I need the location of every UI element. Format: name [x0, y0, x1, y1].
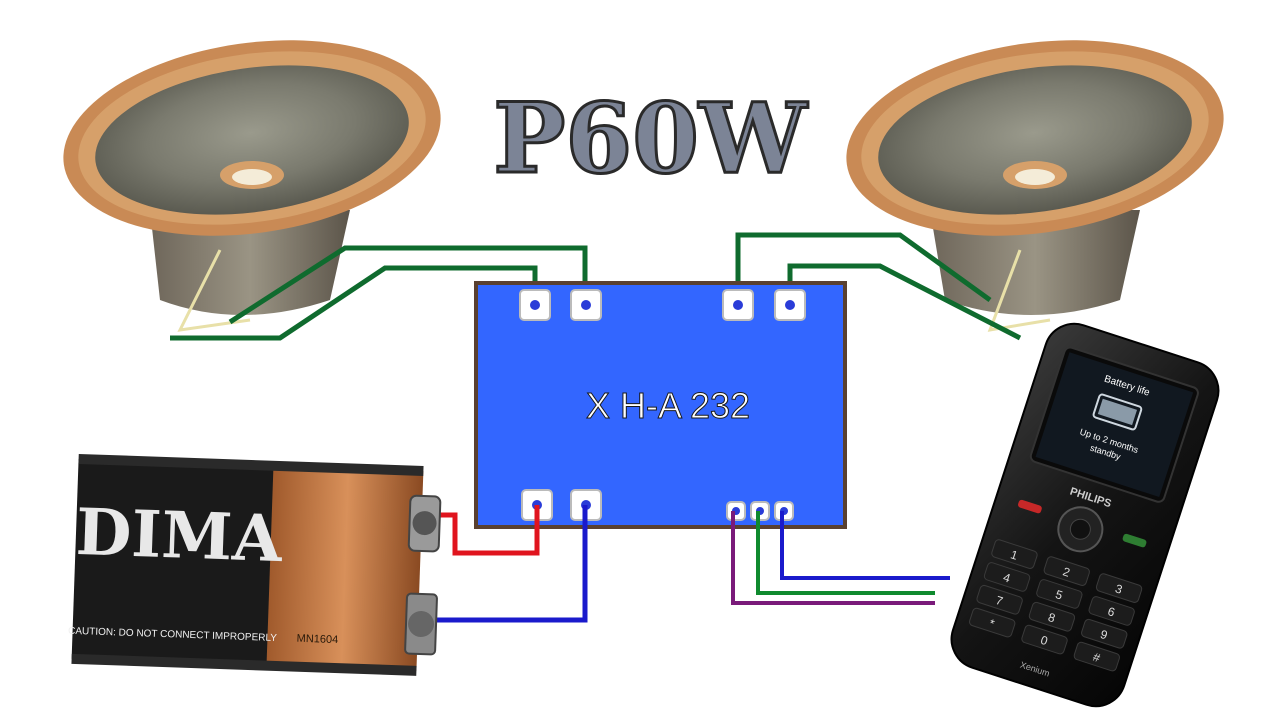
audio-wires — [731, 511, 950, 605]
phone-key-label: # — [1091, 650, 1102, 665]
phone-key-label: 3 — [1113, 581, 1124, 596]
phone-key: 3 — [1095, 573, 1143, 603]
phone-key: 8 — [1028, 601, 1076, 632]
audio-terminal — [726, 501, 746, 521]
speaker-right — [846, 40, 1224, 332]
wire-power-positive — [430, 505, 540, 556]
diagram-title: P60W — [493, 82, 808, 195]
phone-key-label: 0 — [1039, 633, 1050, 648]
speaker-left — [63, 40, 441, 332]
phone-key-label: * — [988, 616, 997, 631]
wire-speaker-left-2 — [228, 245, 588, 325]
wire-power-negative — [430, 505, 588, 623]
phone-key-label: 6 — [1106, 604, 1117, 619]
phone-key: 5 — [1036, 579, 1083, 609]
battery-status-icon — [1092, 393, 1143, 431]
phone-key-label: 7 — [994, 593, 1005, 608]
speaker-terminals — [519, 289, 806, 321]
phone-key: 9 — [1081, 618, 1128, 649]
phone-key-label: 8 — [1046, 610, 1057, 625]
phone-key: 2 — [1043, 556, 1090, 586]
phone-key: 4 — [983, 562, 1031, 592]
speaker-terminal — [519, 289, 551, 321]
speaker-terminal — [722, 289, 754, 321]
phone-keypad: 1 2 3 4 5 6 7 8 9 * 0 # — [969, 539, 1143, 672]
mobile-phone: Battery life Up to 2 months standby PHIL… — [950, 322, 1220, 708]
phone-end-key — [1122, 533, 1147, 548]
power-wires — [430, 505, 588, 623]
wire-audio-right — [756, 511, 935, 595]
phone-key: 0 — [1021, 624, 1068, 655]
phone-key: # — [1073, 641, 1120, 672]
wire-speaker-left-1 — [170, 265, 538, 341]
phone-key: 6 — [1088, 596, 1135, 626]
phone-key-label: 5 — [1054, 587, 1065, 602]
battery-model: MN1604 — [296, 633, 338, 646]
phone-key: 7 — [976, 584, 1023, 615]
phone-key-label: 9 — [1099, 627, 1110, 642]
amplifier-module: X H-A 232 — [474, 281, 847, 529]
wire-audio-ground — [731, 511, 935, 605]
wire-audio-left — [780, 511, 950, 580]
module-label: X H-A 232 — [586, 385, 750, 426]
phone-key-label: 4 — [1001, 570, 1012, 585]
phone-key-label: 1 — [1009, 547, 1020, 562]
speaker-terminal — [570, 289, 602, 321]
phone-key-label: 2 — [1061, 564, 1072, 579]
wire-speaker-right-1 — [735, 232, 992, 303]
phone-key: * — [969, 607, 1016, 638]
phone-call-key — [1018, 499, 1042, 514]
phone-key: 1 — [991, 539, 1038, 569]
speaker-terminal — [774, 289, 806, 321]
battery-9v: DIMA CAUTION: DO NOT CONNECT IMPROPERLY … — [68, 453, 442, 676]
battery-brand: DIMA — [75, 495, 285, 577]
